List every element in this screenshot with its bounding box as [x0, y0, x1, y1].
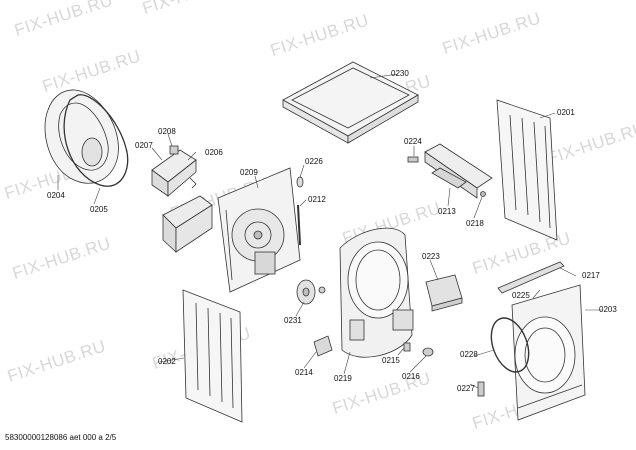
part-0203-front-panel — [511, 284, 586, 421]
part-0214-bracket — [313, 335, 333, 357]
label-0202: 0202 — [158, 357, 176, 366]
part-bracket — [162, 195, 213, 253]
part-0231-pulley — [296, 279, 326, 305]
part-0209-rear-panel — [217, 167, 301, 293]
label-0203: 0203 — [599, 305, 617, 314]
label-0201: 0201 — [557, 108, 575, 117]
part-0223-filter — [425, 274, 463, 312]
label-0228: 0228 — [460, 350, 478, 359]
part-0227-hinge — [477, 381, 485, 397]
label-0230: 0230 — [391, 69, 409, 78]
footer-document-id: 58300000128086 aet 000 a 2/5 — [5, 433, 117, 442]
part-0213-panel — [431, 167, 467, 189]
label-0223: 0223 — [422, 252, 440, 261]
label-0207: 0207 — [135, 141, 153, 150]
part-0216-bolt — [422, 347, 434, 357]
label-0215: 0215 — [382, 356, 400, 365]
part-0217-rail — [497, 261, 565, 294]
label-0227: 0227 — [457, 384, 475, 393]
label-0217: 0217 — [582, 271, 600, 280]
part-0205-seal — [63, 94, 129, 187]
label-0231: 0231 — [284, 316, 302, 325]
label-0213: 0213 — [438, 207, 456, 216]
label-0208: 0208 — [158, 127, 176, 136]
label-0218: 0218 — [466, 219, 484, 228]
part-0206-module — [151, 145, 197, 197]
label-0225: 0225 — [512, 291, 530, 300]
label-0216: 0216 — [402, 372, 420, 381]
label-0226: 0226 — [305, 157, 323, 166]
label-0212: 0212 — [308, 195, 326, 204]
part-0228-seal — [490, 317, 530, 373]
part-0212-strip — [297, 204, 301, 246]
part-0204-door-frame — [44, 89, 119, 184]
label-0219: 0219 — [334, 374, 352, 383]
part-0219-front-frame — [339, 227, 414, 358]
label-0204: 0204 — [47, 191, 65, 200]
leader-lines — [57, 73, 602, 389]
part-0218-clip — [480, 191, 486, 197]
part-0202-side-panel — [182, 289, 243, 423]
label-0206: 0206 — [205, 148, 223, 157]
label-0205: 0205 — [90, 205, 108, 214]
part-0201-side-panel — [496, 99, 558, 241]
part-0215-pin — [403, 342, 411, 352]
label-0224: 0224 — [404, 137, 422, 146]
label-0214: 0214 — [295, 368, 313, 377]
label-0209: 0209 — [240, 168, 258, 177]
part-0230-top-cover — [282, 61, 419, 144]
part-0226-knob — [296, 176, 304, 188]
